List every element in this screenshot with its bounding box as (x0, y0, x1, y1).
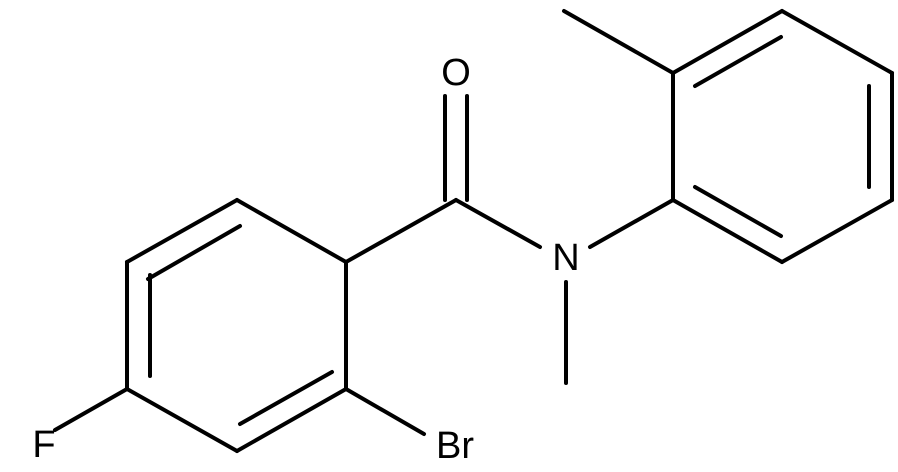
bond-ring2-2-inner (693, 35, 783, 88)
atom-labels: O N F Br (32, 52, 579, 467)
bond-ring1-6 (235, 198, 348, 264)
bond-ring2-5 (780, 198, 894, 264)
bond-c-f (53, 387, 129, 432)
bond-c-br (344, 387, 426, 436)
bond-ring1-1-inner (146, 224, 242, 281)
bonds (53, 9, 894, 453)
bond-ring1-1 (125, 198, 239, 264)
bond-n-aryl (588, 198, 675, 249)
atom-label-oxygen: O (441, 52, 471, 94)
bond-ring2-6-inner (693, 185, 783, 238)
bond-ring2-6 (671, 198, 784, 264)
bond-c-n (454, 198, 542, 249)
bond-ring1-4 (235, 387, 348, 453)
bond-ring1-3 (125, 387, 239, 453)
atom-label-fluorine: F (32, 424, 55, 466)
atom-label-bromine: Br (436, 425, 474, 467)
bond-aryl-methyl (562, 9, 675, 75)
bond-ring2-2 (671, 9, 784, 75)
bond-ring2-3 (780, 9, 894, 75)
bond-ring1-4-inner (238, 370, 334, 426)
bond-ring-carbonyl (344, 198, 458, 264)
atom-label-nitrogen: N (552, 237, 579, 279)
